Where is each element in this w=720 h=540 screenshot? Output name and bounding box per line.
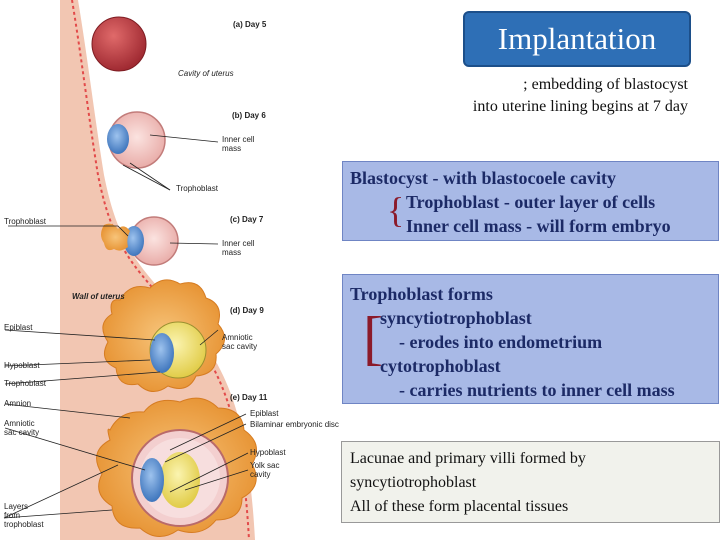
label-trophoblast-left: Trophoblast [4,217,46,226]
title-banner: Implantation [463,11,691,67]
blastocyst-day5 [91,16,147,72]
label-inner-cell-mass-c: Inner cell mass [222,239,255,257]
box2-line-2: syncytiotrophoblast [380,308,532,328]
brace-icon: [ [363,305,383,371]
box2-line-4: cytotrophoblast [380,356,501,376]
label-inner-cell-mass-b: Inner cell mass [222,135,255,153]
box2-line-5: - carries nutrients to inner cell mass [399,380,675,400]
subtitle: ; embedding of blastocyst into uterine l… [390,74,688,118]
box3-line-1: Lacunae and primary villi formed by [350,450,586,467]
label-epiblast-left: Epiblast [4,323,33,332]
label-bilaminar-disc: Bilaminar embryonic disc [250,420,339,429]
yolk-sac-day11 [160,452,200,508]
implantation-figure: (a) Day 5 Cavity of uterus (b) Day 6 Inn… [0,0,345,540]
implantation-illustration [3,0,257,540]
placental-tissue-box: Lacunae and primary villi formed by sync… [341,441,720,523]
label-trophoblast-b: Trophoblast [176,184,218,193]
label-day9: (d) Day 9 [230,306,264,315]
box1-line-2: Trophoblast - outer layer of cells [406,192,656,212]
label-hypoblast-e: Hypoblast [250,448,286,457]
label-trophoblast-left2: Trophoblast [4,379,46,388]
box2-line-1: Trophoblast forms [350,284,493,304]
leader-lines [3,134,249,519]
brace-icon: { [387,190,405,230]
box2-line-3: - erodes into endometrium [399,332,603,352]
label-amnion: Amnion [4,399,32,408]
box1-line-1: Blastocyst - with blastocoele cavity [350,168,616,188]
label-day11: (e) Day 11 [230,393,268,402]
label-amniotic-sac-cavity: Amniotic sac cavity [222,333,258,351]
amniotic-sac-day11 [140,458,164,502]
trophoblast-invasion-day7 [101,223,130,251]
subtitle-line-2: into uterine lining begins at 7 day [472,98,688,115]
label-yolk-sac-cavity: Yolk sac cavity [250,461,280,479]
label-epiblast-e: Epiblast [250,409,279,418]
trophoblast-info-box: Trophoblast forms [ syncytiotrophoblast … [342,274,719,404]
label-wall-of-uterus: Wall of uterus [72,292,125,301]
box3-line-2: syncytiotrophoblast [350,474,477,491]
box3-line-3: All of these form placental tissues [350,498,569,515]
label-day7: (c) Day 7 [230,215,264,224]
label-layers-from-trophoblast: Layers from trophoblast [4,502,44,529]
label-day6: (b) Day 6 [232,111,266,120]
label-cavity-of-uterus: Cavity of uterus [178,69,234,78]
label-amniotic-sac-cavity-left: Amniotic sac cavity [4,419,40,437]
subtitle-line-1: ; embedding of blastocyst [523,76,688,93]
box1-line-3: Inner cell mass - will form embryo [406,216,671,236]
page-title: Implantation [497,21,657,56]
inner-cell-mass-day6 [107,124,129,154]
label-hypoblast-left: Hypoblast [4,361,40,370]
label-day5: (a) Day 5 [233,20,267,29]
blastocyst-info-box: Blastocyst - with blastocoele cavity { T… [342,161,719,241]
inner-cell-mass-day7 [124,226,144,256]
amniotic-cavity-day9 [150,333,174,373]
